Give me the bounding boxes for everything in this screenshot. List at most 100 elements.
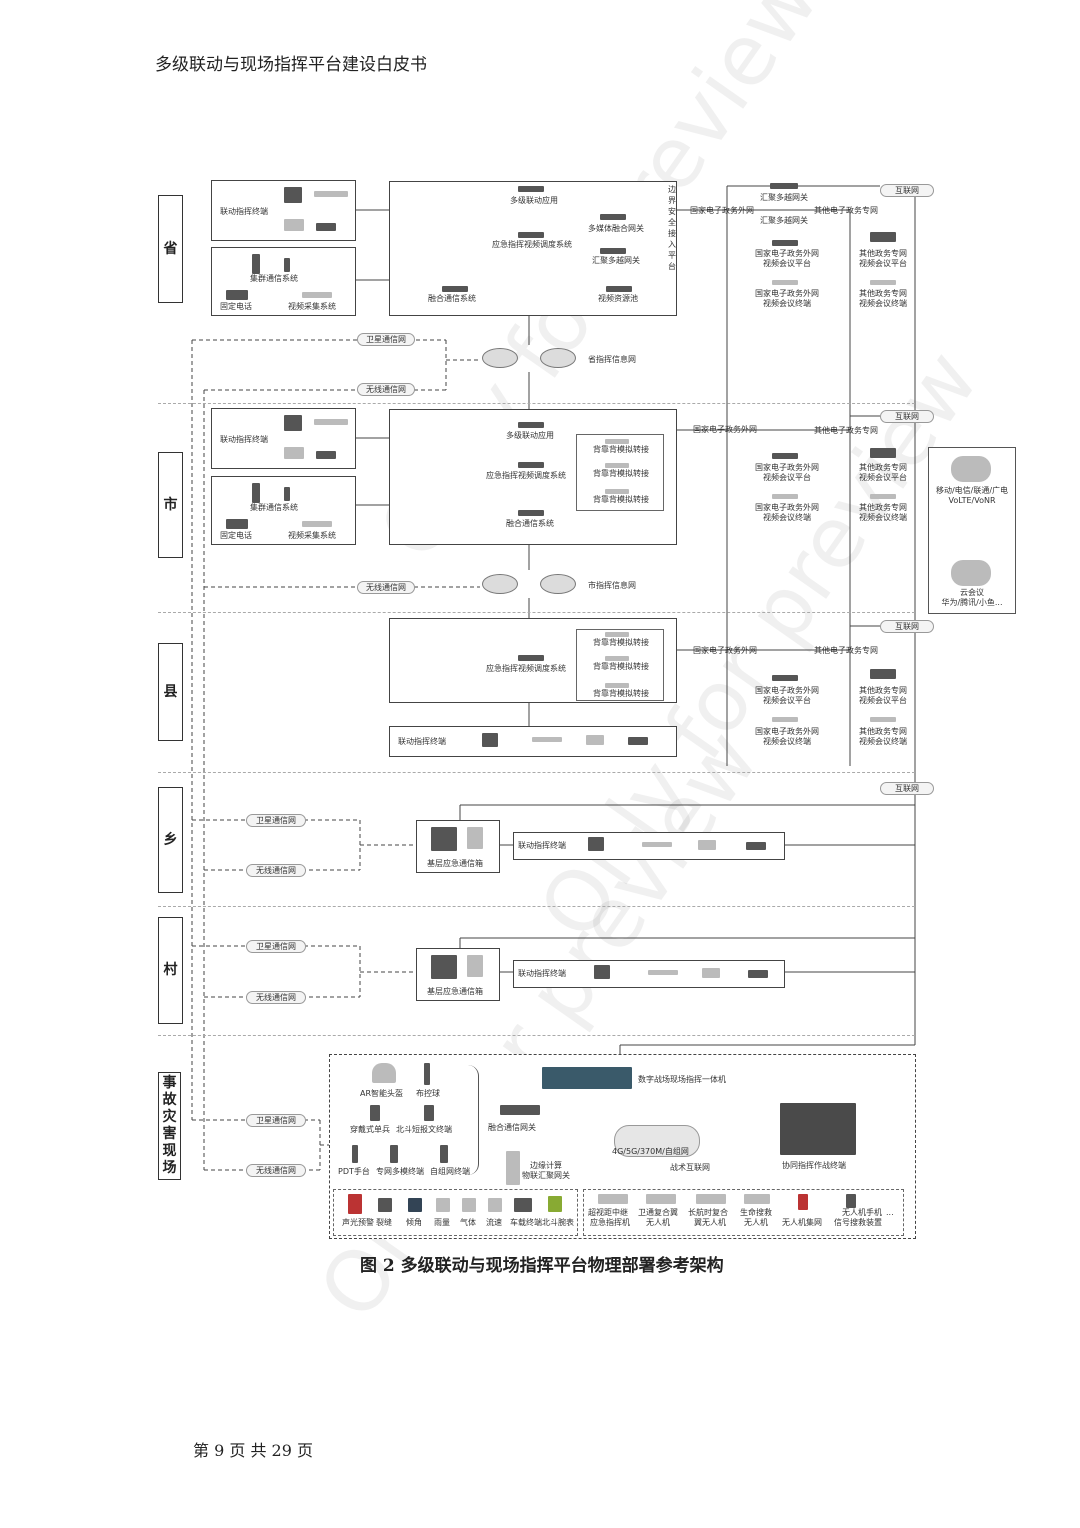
- router-icon: [482, 348, 518, 368]
- province-satellite-network: 卫星通信网: [357, 333, 415, 346]
- uav-icon: [696, 1194, 726, 1204]
- body-camera-icon: [370, 1105, 380, 1121]
- gov-other-terminal-1-county: 其他政务专网: [859, 727, 907, 736]
- uav-3b: 翼无人机: [694, 1218, 726, 1227]
- level-village: 村: [158, 917, 183, 1024]
- brace-icon: [468, 1065, 479, 1175]
- scene-ar-helmet-label: AR智能头盔: [360, 1089, 404, 1098]
- video-terminal-icon: [870, 494, 896, 499]
- city-platform-box: 多级联动应用 应急指挥视频调度系统 融合通信系统 背靠背模拟转接 背靠背模拟转接…: [389, 409, 677, 545]
- satellite-dish-icon: [467, 955, 483, 977]
- uav-5: 无人机集网: [782, 1218, 822, 1227]
- scene-edge-gateway-1: 边缘计算: [530, 1161, 562, 1170]
- monitor-array-icon: [542, 1067, 632, 1089]
- county-linkage-terminal-label: 联动指挥终端: [398, 737, 446, 746]
- router-icon: [540, 348, 576, 368]
- internet-cloud: 互联网: [880, 782, 934, 795]
- gov-ext-net-label: 国家电子政务外网: [690, 206, 754, 215]
- tablet-icon: [316, 223, 336, 231]
- cloud-meeting-2: 华为/腾讯/小鱼...: [941, 598, 1003, 607]
- county-b2b-label-2: 背靠背模拟转接: [593, 662, 649, 671]
- uav-1a: 超视距中继: [588, 1208, 628, 1217]
- large-screen-icon: [284, 415, 302, 431]
- video-terminal-icon: [314, 191, 348, 197]
- antenna-icon: [252, 254, 260, 274]
- province-dispatch-label: 应急指挥视频调度系统: [492, 240, 572, 249]
- uav-4b: 无人机: [744, 1218, 768, 1227]
- scene-coop-terminal-label: 协同指挥作战终端: [782, 1161, 846, 1170]
- county-terminal-box: 联动指挥终端: [389, 726, 677, 757]
- cloud-icon: [951, 456, 991, 482]
- scene-pdt-label: PDT手台: [338, 1167, 370, 1176]
- city-b2b-label-3: 背靠背模拟转接: [593, 495, 649, 504]
- laptop-icon: [586, 735, 604, 745]
- province-platform-box: 多级联动应用 多媒体融合网关 应急指挥视频调度系统 汇聚多越网关 融合通信系统 …: [389, 181, 677, 316]
- gov-ext-net-label-city: 国家电子政务外网: [693, 425, 757, 434]
- gov-other-platform-2: 视频会议平台: [859, 259, 907, 268]
- level-scene: 事故灾害现场: [158, 1072, 181, 1180]
- separator-village-scene: [158, 1035, 915, 1036]
- sensor-label: 流速: [486, 1218, 502, 1227]
- gov-ext-net-label-county: 国家电子政务外网: [693, 646, 757, 655]
- gov-other-platform-2-city: 视频会议平台: [859, 473, 907, 482]
- helmet-icon: [372, 1063, 396, 1083]
- city-linkage-terminal-label: 联动指挥终端: [220, 435, 268, 444]
- video-terminal-icon: [772, 280, 798, 285]
- province-comm-box: 集群通信系统 固定电话 视频采集系统: [211, 247, 356, 316]
- scene-box: AR智能头盔 布控球 穿戴式单兵 北斗短报文终端 PDT手台 专网多模终端 自组…: [329, 1054, 916, 1239]
- server-icon: [518, 462, 544, 468]
- signal-search-icon: [846, 1194, 856, 1208]
- city-fixed-phone-label: 固定电话: [220, 531, 252, 540]
- flow-sensor-icon: [488, 1198, 502, 1212]
- gov-other-net-label-county: 其他电子政务专网: [814, 646, 878, 655]
- village-terminal-label: 联动指挥终端: [518, 969, 566, 978]
- uav-icon: [646, 1194, 676, 1204]
- converter-icon: [605, 463, 629, 468]
- province-video-resource-label: 视频资源池: [598, 294, 638, 303]
- gov-other-net-label-city: 其他电子政务专网: [814, 426, 878, 435]
- vehicle-terminal-icon: [514, 1198, 532, 1212]
- uav-more: ...: [886, 1208, 894, 1217]
- county-dispatch-label: 应急指挥视频调度系统: [486, 664, 566, 673]
- server-icon: [772, 453, 798, 459]
- large-screen-icon: [284, 187, 302, 203]
- scene-edge-gateway-2: 物联汇聚网关: [522, 1171, 570, 1180]
- video-terminal-icon: [648, 970, 678, 975]
- city-fusion-comm-label: 融合通信系统: [506, 519, 554, 528]
- scene-wireless-network: 无线通信网: [246, 1164, 306, 1177]
- converter-icon: [605, 489, 629, 494]
- county-b2b-label-3: 背靠背模拟转接: [593, 689, 649, 698]
- province-terminal-box: 联动指挥终端: [211, 180, 356, 241]
- server-icon: [772, 675, 798, 681]
- city-video-capture-label: 视频采集系统: [288, 531, 336, 540]
- large-screen-icon: [482, 733, 498, 747]
- internet-cloud: 互联网: [880, 184, 934, 197]
- province-wireless-network: 无线通信网: [357, 383, 415, 396]
- county-platform-box: 应急指挥视频调度系统 背靠背模拟转接 背靠背模拟转接 背靠背模拟转接: [389, 618, 677, 703]
- watch-icon: [548, 1196, 562, 1212]
- gov-other-terminal-2: 视频会议终端: [859, 299, 907, 308]
- converter-icon: [605, 632, 629, 637]
- tripod-icon: [424, 1063, 430, 1085]
- video-terminal-icon: [772, 717, 798, 722]
- town-terminal-label: 联动指挥终端: [518, 841, 566, 850]
- gov-ext-terminal-2-city: 视频会议终端: [763, 513, 811, 522]
- gov-ext-platform-2-county: 视频会议平台: [763, 696, 811, 705]
- video-terminal-icon: [870, 717, 896, 722]
- city-wireless-network: 无线通信网: [357, 581, 415, 594]
- gov-conv-gateway-label: 汇聚多越网关: [760, 193, 808, 202]
- level-city: 市: [158, 452, 183, 558]
- video-terminal-icon: [314, 419, 348, 425]
- video-terminal-icon: [870, 280, 896, 285]
- cloud-icon: [951, 560, 991, 586]
- uav-6b: 信号搜救装置: [834, 1218, 882, 1227]
- gov-other-platform-2-county: 视频会议平台: [859, 696, 907, 705]
- uav-3a: 长航时复合: [688, 1208, 728, 1217]
- gov-ext-platform-1-city: 国家电子政务外网: [755, 463, 819, 472]
- scene-multi-terminal-label: 专网多模终端: [376, 1167, 424, 1176]
- case-icon: [431, 827, 457, 851]
- province-media-gateway-label: 多媒体融合网关: [588, 224, 644, 233]
- separator-town-village: [158, 906, 915, 907]
- phone-icon: [390, 1145, 398, 1163]
